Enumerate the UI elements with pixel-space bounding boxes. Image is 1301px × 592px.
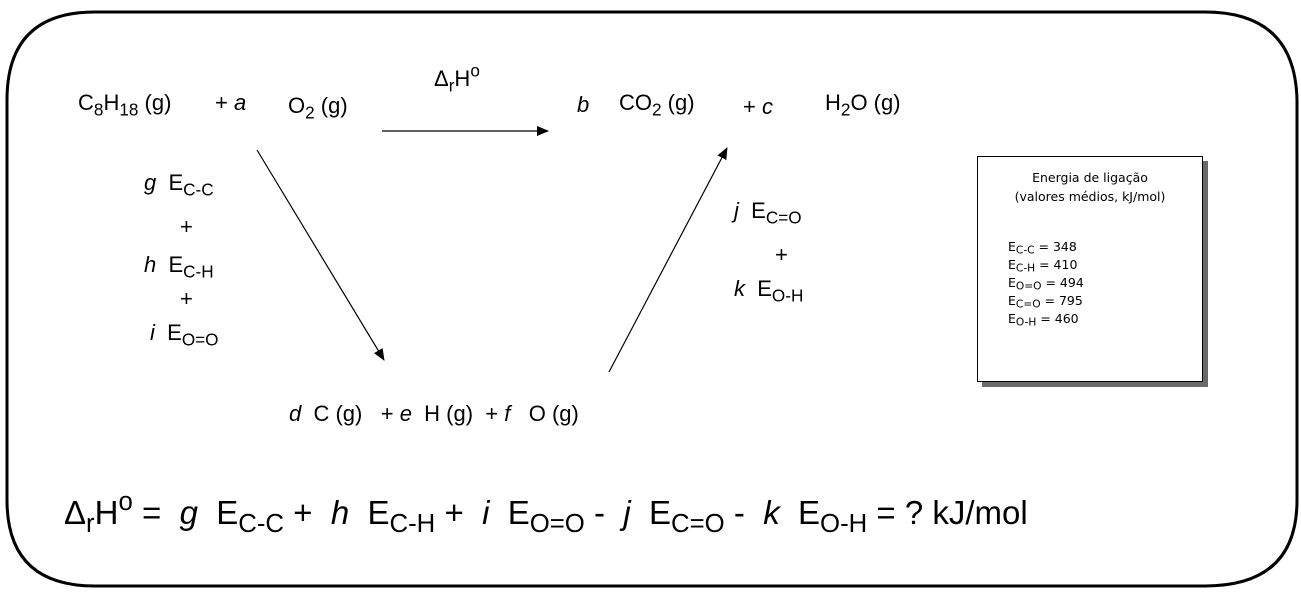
- octane-formula: C8H18 (g): [78, 90, 172, 120]
- term-g-ecc: g EC-C: [144, 170, 214, 200]
- rounded-frame: [5, 10, 1299, 588]
- atoms-line: d C (g) + e H (g) + f O (g): [289, 401, 579, 426]
- plus-sign: +: [180, 214, 193, 239]
- bond-energy-legend: Energia de ligação (valores médios, kJ/m…: [977, 156, 1203, 382]
- coefficient-a: + a: [215, 90, 247, 115]
- legend-subtitle: (valores médios, kJ/mol): [1014, 189, 1166, 204]
- coefficient-c: + c: [743, 94, 773, 119]
- legend-row-eco: EC=O = 795: [1008, 293, 1083, 311]
- reaction-enthalpy-label: ΔrHo: [434, 60, 480, 96]
- term-j-eco: j EC=O: [734, 198, 802, 228]
- legend-row-ecc: EC-C = 348: [1008, 239, 1077, 257]
- formation-arrow: [608, 147, 728, 373]
- oxygen-formula: O2 (g): [288, 93, 348, 123]
- plus-sign: +: [775, 242, 788, 267]
- co2-formula: CO2 (g): [619, 90, 695, 120]
- legend-row-eoo: EO=O = 494: [1008, 275, 1084, 293]
- term-k-eoh: k EO-H: [734, 276, 804, 306]
- term-h-ech: h EC-H: [144, 252, 214, 282]
- enthalpy-equation: ΔrHo = g EC-C + h EC-H + i EO=O - j EC=O…: [64, 487, 1028, 539]
- legend-title: Energia de ligação: [1032, 170, 1148, 185]
- water-formula: H2O (g): [825, 90, 901, 120]
- plus-sign: +: [180, 286, 193, 311]
- term-i-eoo: i EO=O: [150, 320, 219, 350]
- coefficient-b: b: [577, 92, 590, 117]
- legend-row-ech: EC-H = 410: [1008, 257, 1078, 275]
- dissociation-arrow: [256, 149, 385, 361]
- legend-row-eoh: EO-H = 460: [1008, 311, 1079, 329]
